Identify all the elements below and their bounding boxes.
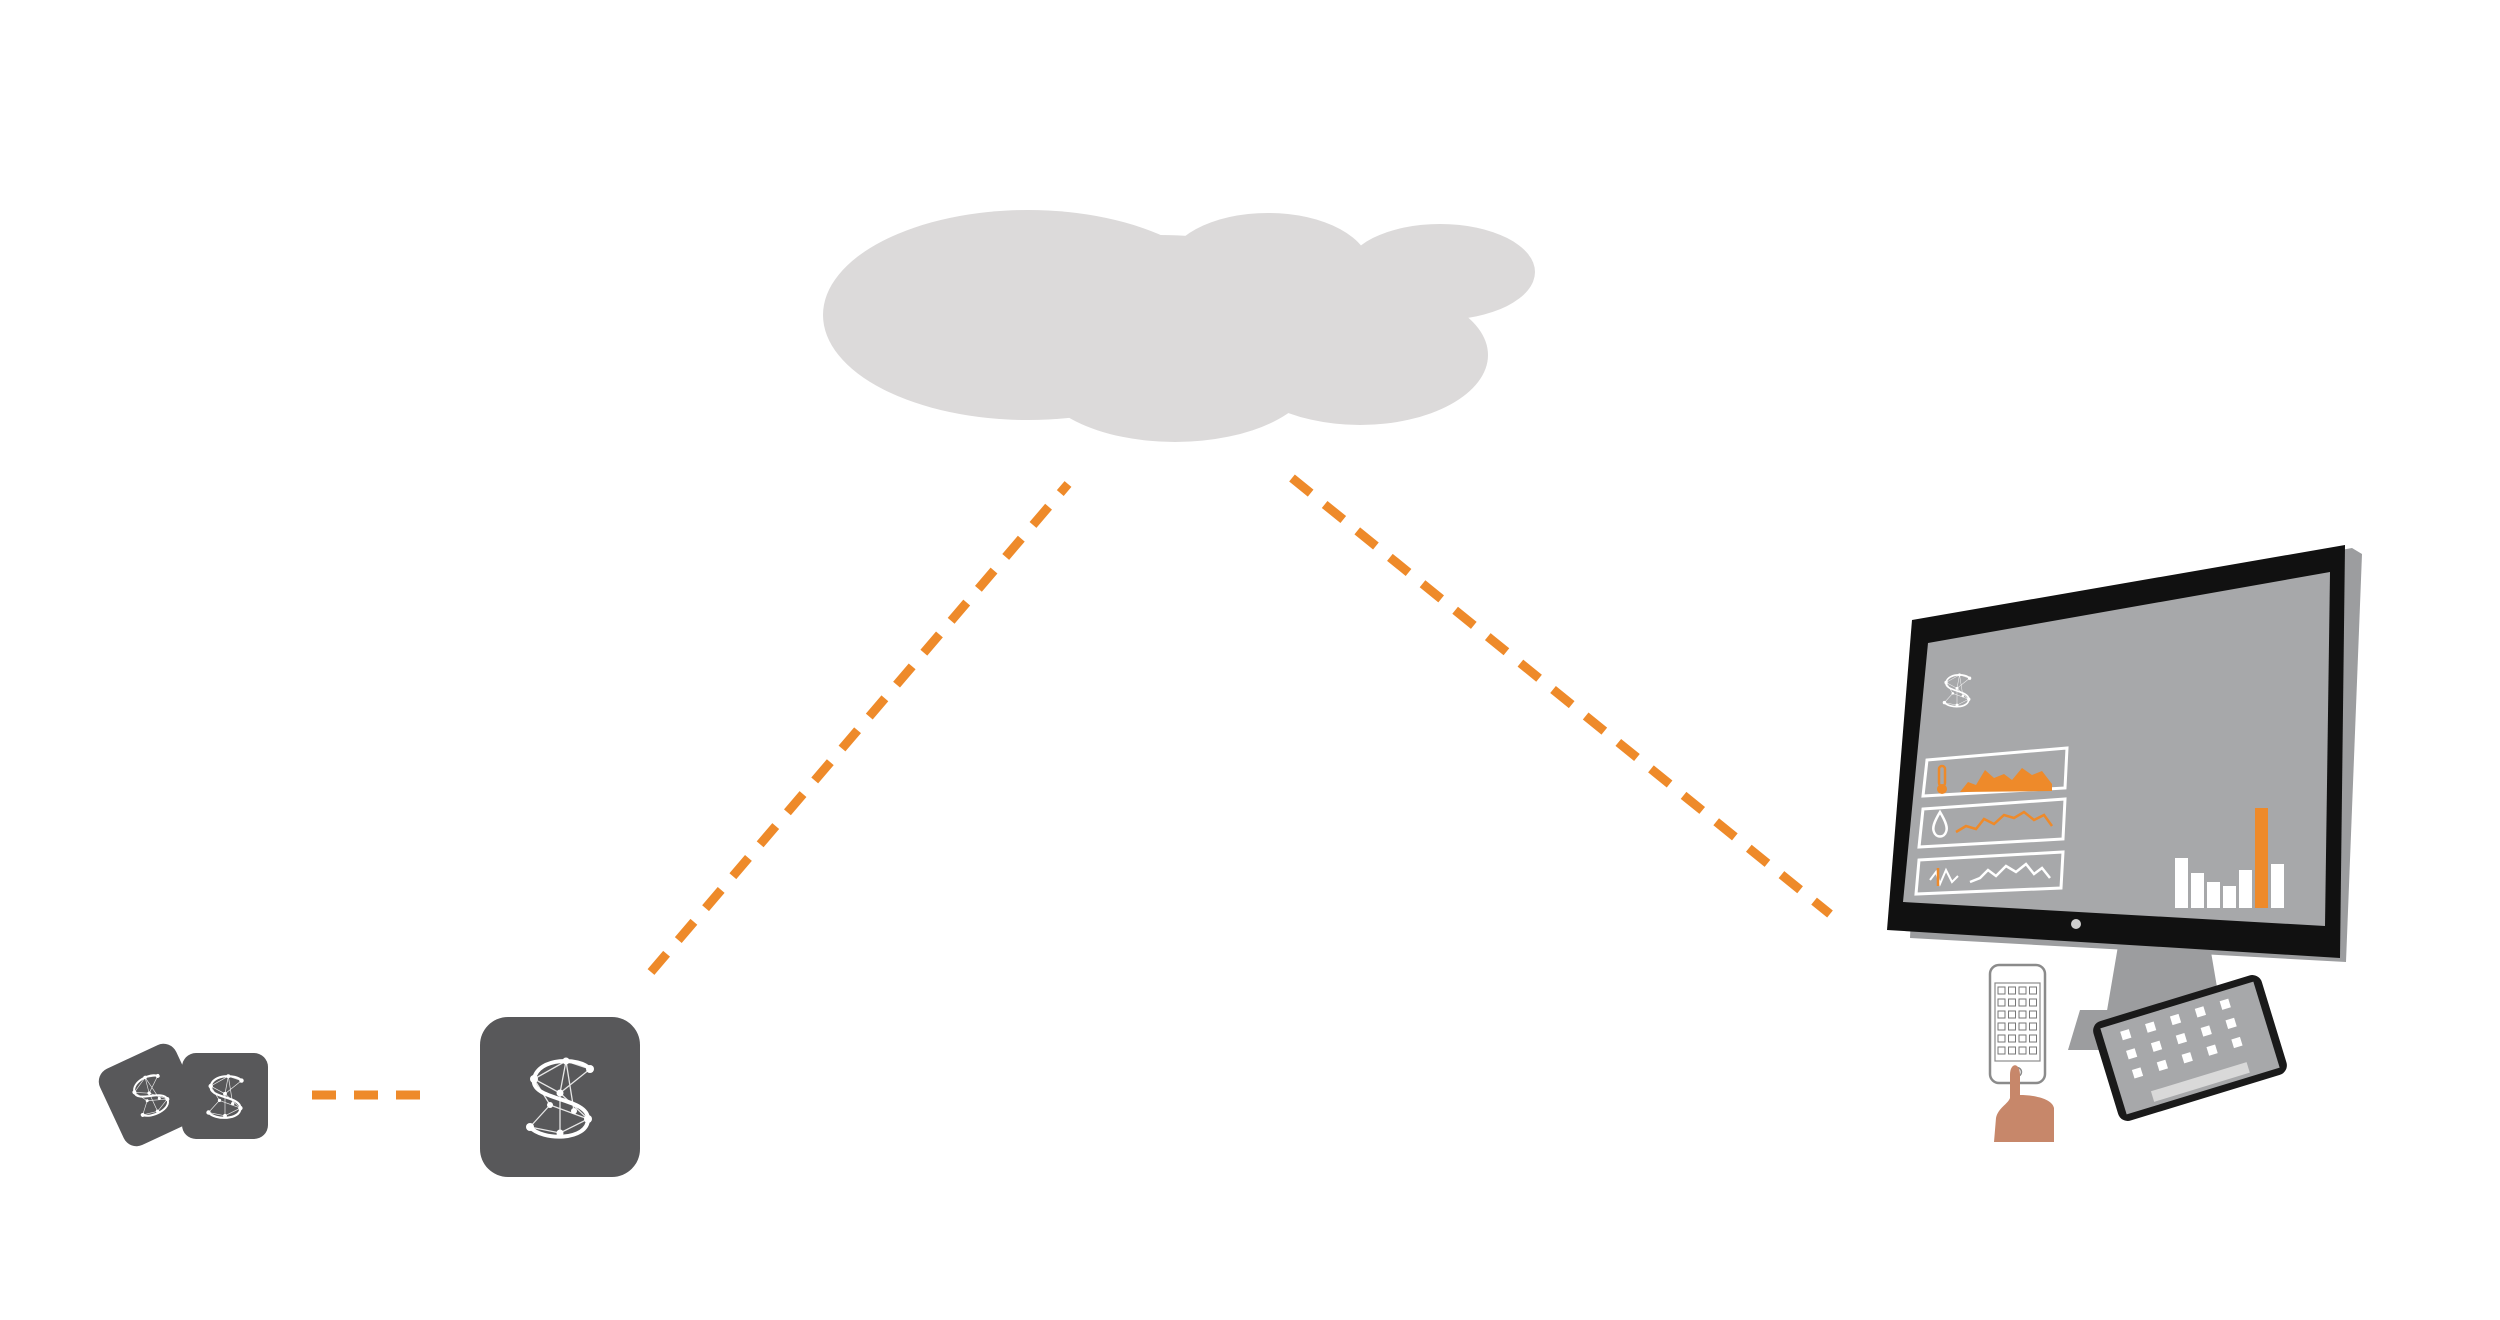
smartphone bbox=[1988, 963, 2054, 1142]
app-icon bbox=[2018, 1034, 2027, 1043]
thermometer-icon bbox=[1937, 764, 1947, 794]
app-icon bbox=[2169, 1013, 2182, 1026]
screen-bar bbox=[2271, 864, 2284, 908]
connector-cloud-dashboard bbox=[1289, 474, 1833, 918]
app-icon bbox=[2029, 1046, 2037, 1055]
app-icon bbox=[2029, 998, 2037, 1007]
app-icon bbox=[2018, 998, 2027, 1007]
app-icon bbox=[2181, 1052, 2193, 1064]
app-icon bbox=[2018, 1010, 2027, 1019]
app-icon bbox=[2008, 998, 2016, 1007]
screen-bar bbox=[2239, 870, 2252, 908]
app-icon bbox=[2219, 998, 2231, 1010]
app-icon bbox=[2029, 1034, 2037, 1043]
screen-bar bbox=[2207, 882, 2220, 908]
app-icon bbox=[2126, 1048, 2138, 1060]
desktop-monitor bbox=[1887, 545, 2362, 1050]
app-icon bbox=[1997, 1046, 2006, 1055]
app-icon bbox=[2206, 1044, 2218, 1056]
screen-bar-chart bbox=[2175, 808, 2284, 908]
connector-lines bbox=[312, 474, 1833, 1100]
sensor-tile-front bbox=[182, 1053, 268, 1139]
app-icon bbox=[2018, 1046, 2027, 1055]
app-icon bbox=[1997, 1034, 2006, 1043]
app-icon bbox=[2018, 986, 2027, 995]
widget-activity bbox=[1914, 850, 2065, 896]
app-icon bbox=[2029, 1022, 2037, 1031]
hub-tile bbox=[480, 1017, 640, 1177]
app-icon bbox=[2175, 1032, 2187, 1045]
app-icon bbox=[2231, 1036, 2243, 1049]
app-icon bbox=[2008, 986, 2016, 995]
cloud-shape bbox=[823, 210, 1535, 442]
app-icon bbox=[2029, 986, 2037, 995]
app-icon bbox=[2194, 1006, 2207, 1018]
app-icon bbox=[2225, 1017, 2237, 1030]
app-icon bbox=[2018, 1022, 2027, 1031]
connector-hub-cloud bbox=[647, 481, 1072, 975]
app-icon bbox=[1997, 986, 2006, 995]
finger-icon bbox=[1994, 1065, 2054, 1142]
screen-bar bbox=[2175, 858, 2188, 908]
app-icon bbox=[2029, 1010, 2037, 1019]
screen-bar bbox=[2255, 808, 2268, 908]
app-icon bbox=[2131, 1067, 2144, 1079]
tablet bbox=[2093, 975, 2287, 1121]
waveform-icon bbox=[1929, 867, 1959, 887]
sensor-devices bbox=[98, 1043, 268, 1147]
water-drop-icon bbox=[1932, 809, 1948, 838]
app-icon bbox=[2200, 1025, 2212, 1037]
app-icon bbox=[2008, 1022, 2016, 1031]
app-icon bbox=[2156, 1059, 2168, 1071]
widget-temperature bbox=[1921, 746, 2069, 798]
app-icon bbox=[1997, 1010, 2006, 1019]
app-icon bbox=[1997, 998, 2006, 1007]
screen-bar bbox=[2223, 886, 2236, 908]
app-icon bbox=[2008, 1046, 2016, 1055]
app-icon bbox=[1997, 1022, 2006, 1031]
app-icon bbox=[2145, 1021, 2157, 1033]
app-icon bbox=[2008, 1034, 2016, 1043]
phone-app-grid bbox=[1997, 986, 2037, 1055]
app-icon bbox=[2008, 1010, 2016, 1019]
tablet-app-grid bbox=[2120, 998, 2243, 1079]
screen-bar bbox=[2191, 873, 2204, 908]
sensor-tile-back bbox=[98, 1043, 202, 1147]
app-icon bbox=[2120, 1029, 2132, 1041]
app-icon bbox=[2150, 1040, 2163, 1052]
widget-humidity bbox=[1917, 797, 2067, 849]
